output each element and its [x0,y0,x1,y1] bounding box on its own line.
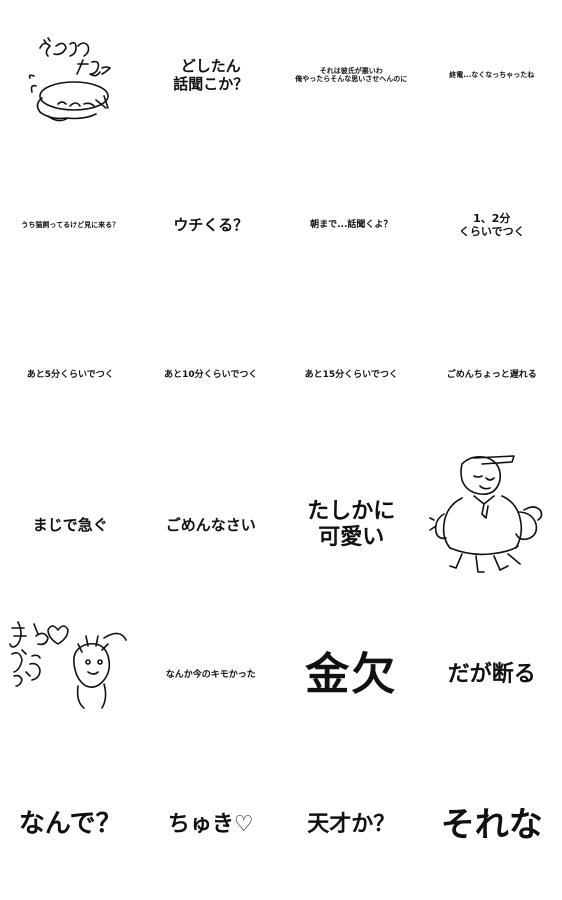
sticker-4-text: 終電...なくなっちゃったね [449,70,535,79]
sticker-24[interactable]: それな [422,750,562,900]
sticker-22-text: ちゅき♡ [167,811,254,837]
sticker-13[interactable]: まじで急ぐ [0,450,141,600]
sticker-11[interactable]: あと15分くらいでつく [281,300,422,450]
sticker-12[interactable]: ごめんちょっと遅れる [422,300,562,450]
sticker-10-text: あと10分くらいでつく [164,369,258,380]
sticker-10[interactable]: あと10分くらいでつく [141,300,282,450]
sticker-16[interactable] [422,450,562,600]
sticker-18-text: なんか今のキモかった [165,669,256,680]
sticker-12-text: ごめんちょっと遅れる [446,369,537,380]
sticker-22[interactable]: ちゅき♡ [141,750,282,900]
sticker-1[interactable] [0,0,141,150]
apology-character-drawing [28,37,111,122]
sticker-8[interactable]: 1、2分 くらいでつく [422,150,562,300]
sticker-18[interactable]: なんか今のキモかった [141,600,282,750]
sticker-4[interactable]: 終電...なくなっちゃったね [422,0,562,150]
sticker-21[interactable]: なんで？ [0,750,141,900]
sticker-23[interactable]: 天才か？ [281,750,422,900]
sticker-11-text: あと15分くらいでつく [304,369,398,380]
sticker-7-text: 朝まで...話聞くよ？ [310,219,393,230]
sticker-19[interactable]: 金欠 [281,600,422,750]
sticker-2[interactable]: どしたん 話聞こか？ [141,0,282,150]
sticker-23-text: 天才か？ [307,811,396,837]
sticker-17[interactable] [0,600,141,750]
sticker-20[interactable]: だが断る [422,600,562,750]
sticker-15[interactable]: たしかに 可愛い [281,450,422,600]
sticker-14-text: ごめんなさい [165,516,256,534]
sticker-20-text: だが断る [447,661,536,687]
sticker-2-text: どしたん 話聞こか？ [173,57,249,93]
sticker-6-text: ウチくる？ [173,216,249,234]
sticker-7[interactable]: 朝まで...話聞くよ？ [281,150,422,300]
sticker-19-text: 金欠 [305,648,398,700]
sticker-24-text: それな [440,804,543,845]
sticker-13-text: まじで急ぐ [32,516,108,534]
sticker-14[interactable]: ごめんなさい [141,450,282,600]
sticker-5-text: うち猫飼ってるけど見に来る？ [21,220,120,229]
sticker-5[interactable]: うち猫飼ってるけど見に来る？ [0,150,141,300]
sticker-6[interactable]: ウチくる？ [141,150,282,300]
running-person-drawing [428,455,542,573]
sticker-9[interactable]: あと5分くらいでつく [0,300,141,450]
sticker-3[interactable]: それは彼氏が悪いわ 俺やったらそんな思いさせへんのに [281,0,422,150]
sticker-15-text: たしかに 可愛い [307,498,396,550]
sticker-21-text: なんで？ [18,809,122,840]
sticker-3-text: それは彼氏が悪いわ 俺やったらそんな思いさせへんのに [295,66,408,83]
sticker-9-text: あと5分くらいでつく [26,369,114,380]
face-sketch-drawing [9,621,127,709]
sticker-8-text: 1、2分 くらいでつく [458,211,525,238]
